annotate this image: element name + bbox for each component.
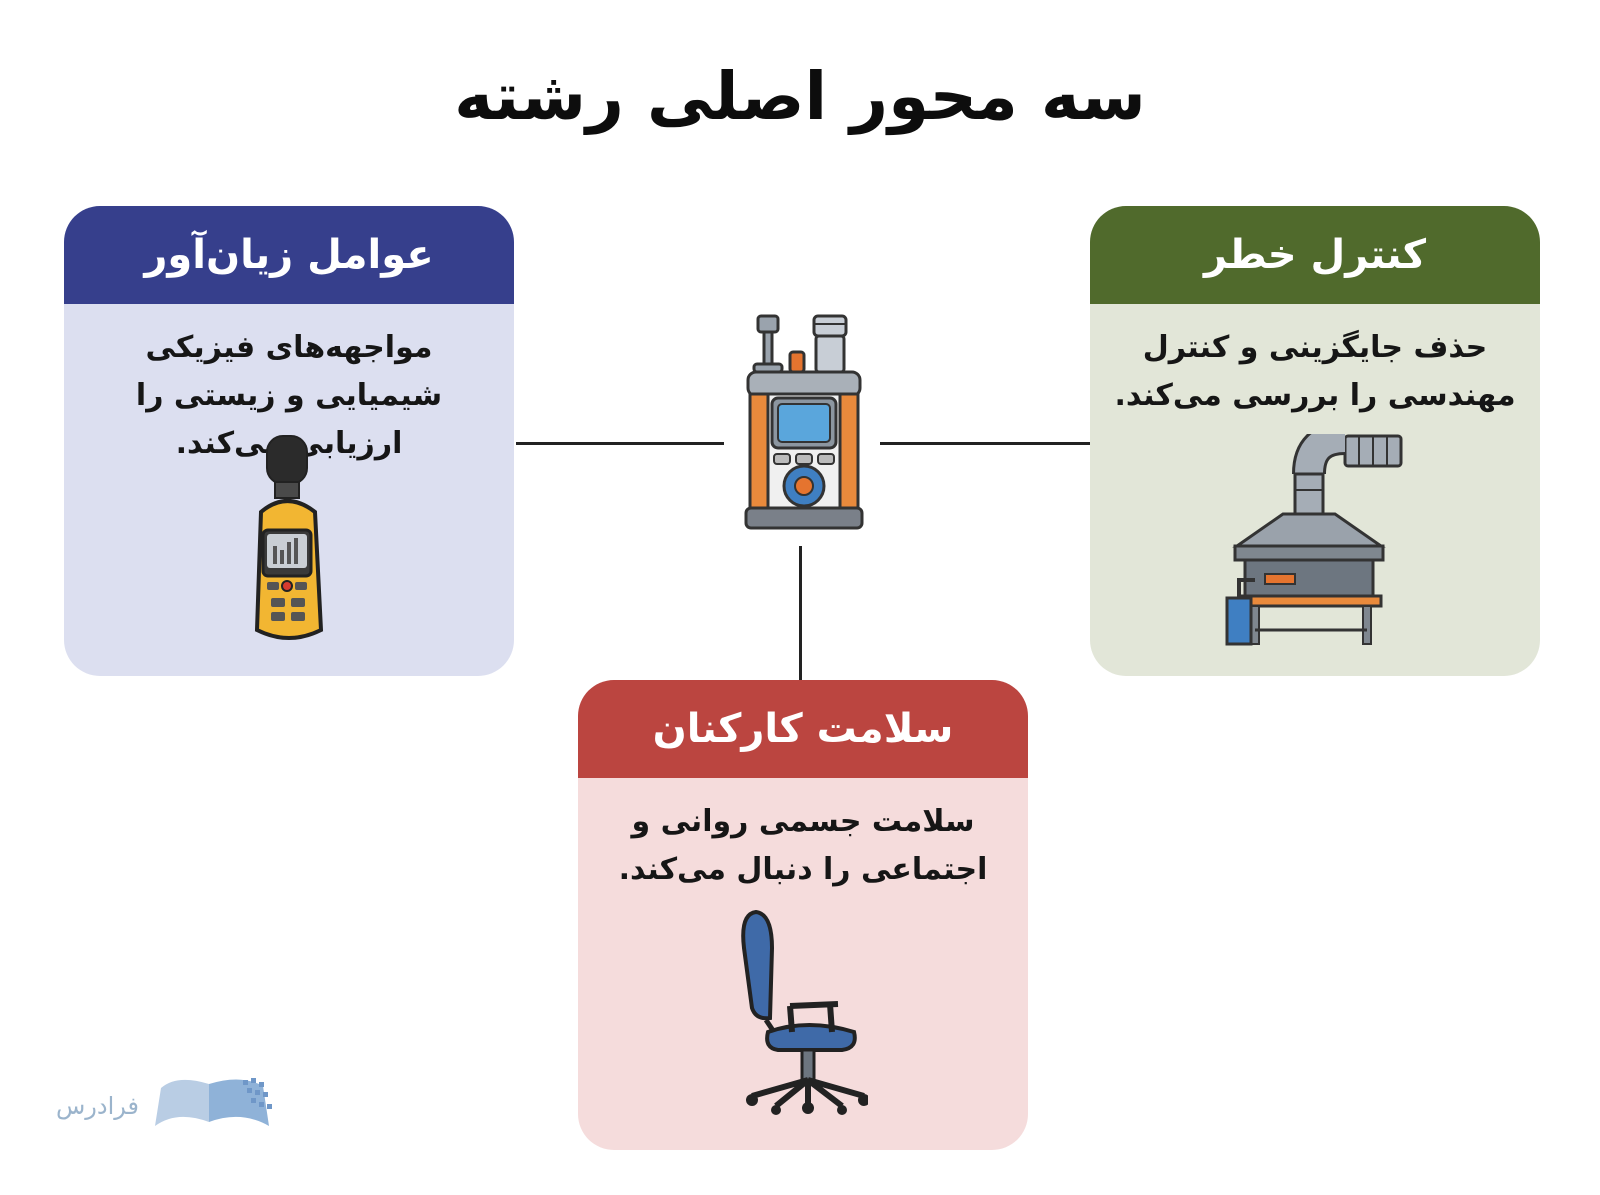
card-harmful-agents-header: عوامل زیان‌آور xyxy=(64,206,514,304)
card-risk-control-text: حذف جایگزینی و کنترل مهندسی را بررسی می‌… xyxy=(1114,330,1516,413)
card-worker-health-text: سلامت جسمی روانی و اجتماعی را دنبال می‌ک… xyxy=(618,804,988,887)
gas-detector-icon xyxy=(744,314,864,538)
ventilation-hood-icon xyxy=(1225,421,1405,650)
connector-bottom xyxy=(799,546,802,680)
card-worker-health-title: سلامت کارکنان xyxy=(652,706,954,752)
faradars-logo: فرادرس xyxy=(56,1074,277,1138)
card-worker-health-body: سلامت جسمی روانی و اجتماعی را دنبال می‌ک… xyxy=(578,778,1028,1150)
card-harmful-agents-text: مواجهه‌های فیزیکی شیمیایی و زیستی را ارز… xyxy=(135,330,443,461)
card-risk-control-body: حذف جایگزینی و کنترل مهندسی را بررسی می‌… xyxy=(1090,304,1540,676)
card-harmful-agents-body: مواجهه‌های فیزیکی شیمیایی و زیستی را ارز… xyxy=(64,304,514,676)
card-risk-control-header: کنترل خطر xyxy=(1090,206,1540,304)
office-chair-icon xyxy=(738,908,870,1122)
card-risk-control: کنترل خطر حذف جایگزینی و کنترل مهندسی را… xyxy=(1090,206,1540,676)
logo-text: فرادرس xyxy=(56,1092,139,1120)
page-title: سه محور اصلی رشته xyxy=(454,58,1146,135)
book-logo-icon xyxy=(147,1074,277,1138)
sound-level-meter-icon xyxy=(249,434,329,648)
connector-right xyxy=(880,442,1090,445)
connector-left xyxy=(516,442,724,445)
card-worker-health-header: سلامت کارکنان xyxy=(578,680,1028,778)
card-harmful-agents: عوامل زیان‌آور مواجهه‌های فیزیکی شیمیایی… xyxy=(64,206,514,676)
card-harmful-agents-title: عوامل زیان‌آور xyxy=(144,232,434,278)
card-worker-health: سلامت کارکنان سلامت جسمی روانی و اجتماعی… xyxy=(578,680,1028,1150)
card-risk-control-title: کنترل خطر xyxy=(1203,232,1427,278)
